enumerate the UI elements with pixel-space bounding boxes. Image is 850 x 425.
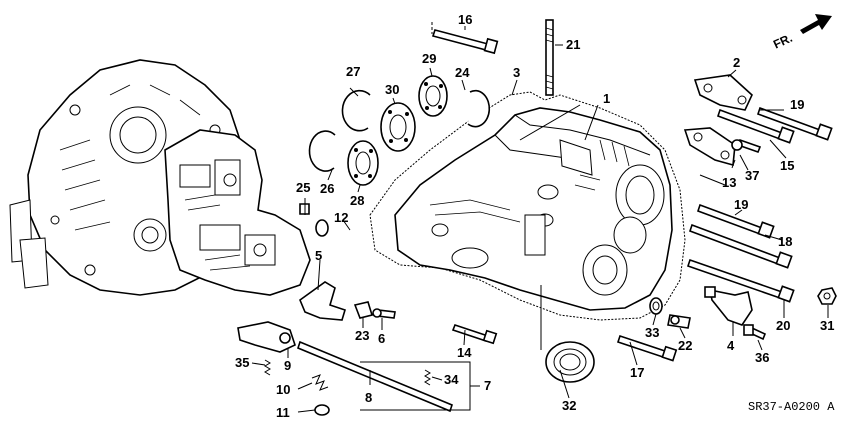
callout-32: 32 <box>562 398 576 413</box>
bolt-16 <box>431 29 499 55</box>
callout-12: 12 <box>334 210 348 225</box>
bolt-19-upper <box>756 106 833 141</box>
callout-19-upper: 19 <box>790 97 804 112</box>
snap-ring-24 <box>467 89 491 128</box>
callout-2: 2 <box>733 55 740 70</box>
callout-14: 14 <box>457 345 472 360</box>
seal-12 <box>315 219 329 237</box>
snap-ring-27 <box>341 89 371 132</box>
spring-35 <box>264 359 271 376</box>
callout-4: 4 <box>727 338 735 353</box>
shift-fork-5 <box>299 281 346 321</box>
transmission-case <box>394 107 673 311</box>
callout-31: 31 <box>820 318 834 333</box>
callout-5: 5 <box>315 248 322 263</box>
oil-seal-32 <box>545 341 595 383</box>
callout-11: 11 <box>276 405 290 420</box>
callout-18: 18 <box>778 234 792 249</box>
stud-21 <box>545 19 554 96</box>
bolt-17 <box>616 334 678 362</box>
diagram-code: SR37-A0200 A <box>748 400 835 414</box>
callout-25: 25 <box>296 180 310 195</box>
spring-10 <box>311 374 329 391</box>
snap-ring-26 <box>308 130 336 172</box>
washer-33 <box>649 297 663 315</box>
callout-6: 6 <box>378 331 385 346</box>
bracket-13 <box>683 127 736 167</box>
fr-arrow-icon <box>800 14 832 34</box>
callout-36: 36 <box>755 350 769 365</box>
callout-24: 24 <box>455 65 470 80</box>
spring-34 <box>424 369 431 386</box>
leader-lines <box>251 22 829 413</box>
nut-31 <box>817 287 837 305</box>
callout-19-lower: 19 <box>734 197 748 212</box>
bolt-6 <box>372 308 396 319</box>
callout-15: 15 <box>780 158 794 173</box>
case-gasket <box>369 91 686 321</box>
callout-28: 28 <box>350 193 364 208</box>
bracket-2 <box>693 74 753 111</box>
callout-33: 33 <box>645 325 659 340</box>
bolt-18 <box>688 223 793 269</box>
callout-9: 9 <box>284 358 291 373</box>
callout-22: 22 <box>678 338 692 353</box>
bolt-14 <box>451 324 498 345</box>
callout-17: 17 <box>630 365 644 380</box>
bearing-29 <box>418 75 448 117</box>
callout-7: 7 <box>484 378 491 393</box>
bolt-37 <box>731 138 762 154</box>
callout-23: 23 <box>355 328 369 343</box>
callout-34: 34 <box>444 372 459 387</box>
bolt-20 <box>686 258 795 303</box>
shift-shaft-8 <box>297 340 453 413</box>
plate-23 <box>353 301 374 319</box>
cap-11 <box>314 404 330 416</box>
callout-16: 16 <box>458 12 472 27</box>
callout-13: 13 <box>722 175 736 190</box>
front-direction-indicator: FR. <box>771 14 832 52</box>
bolt-19-lower <box>696 203 775 239</box>
callout-27: 27 <box>346 64 360 79</box>
callout-8: 8 <box>365 390 372 405</box>
callout-26: 26 <box>320 181 334 196</box>
callout-10: 10 <box>276 382 290 397</box>
callout-35: 35 <box>235 355 249 370</box>
bolt-36 <box>743 324 767 341</box>
callout-37: 37 <box>745 168 759 183</box>
bearing-30 <box>380 102 416 152</box>
callouts: 1 2 3 4 5 6 7 8 9 10 11 12 13 14 15 16 1… <box>235 12 834 420</box>
callout-1: 1 <box>603 91 610 106</box>
bearing-28 <box>347 140 379 186</box>
sensor-22 <box>667 314 691 329</box>
callout-3: 3 <box>513 65 520 80</box>
callout-21: 21 <box>566 37 580 52</box>
callout-20: 20 <box>776 318 790 333</box>
callout-29: 29 <box>422 51 436 66</box>
fr-label: FR. <box>771 31 794 52</box>
callout-30: 30 <box>385 82 399 97</box>
shift-mechanism-assembly <box>164 129 311 296</box>
shift-arm-4 <box>704 286 753 326</box>
bolt-15 <box>716 108 795 144</box>
shift-lever-9 <box>237 321 296 353</box>
